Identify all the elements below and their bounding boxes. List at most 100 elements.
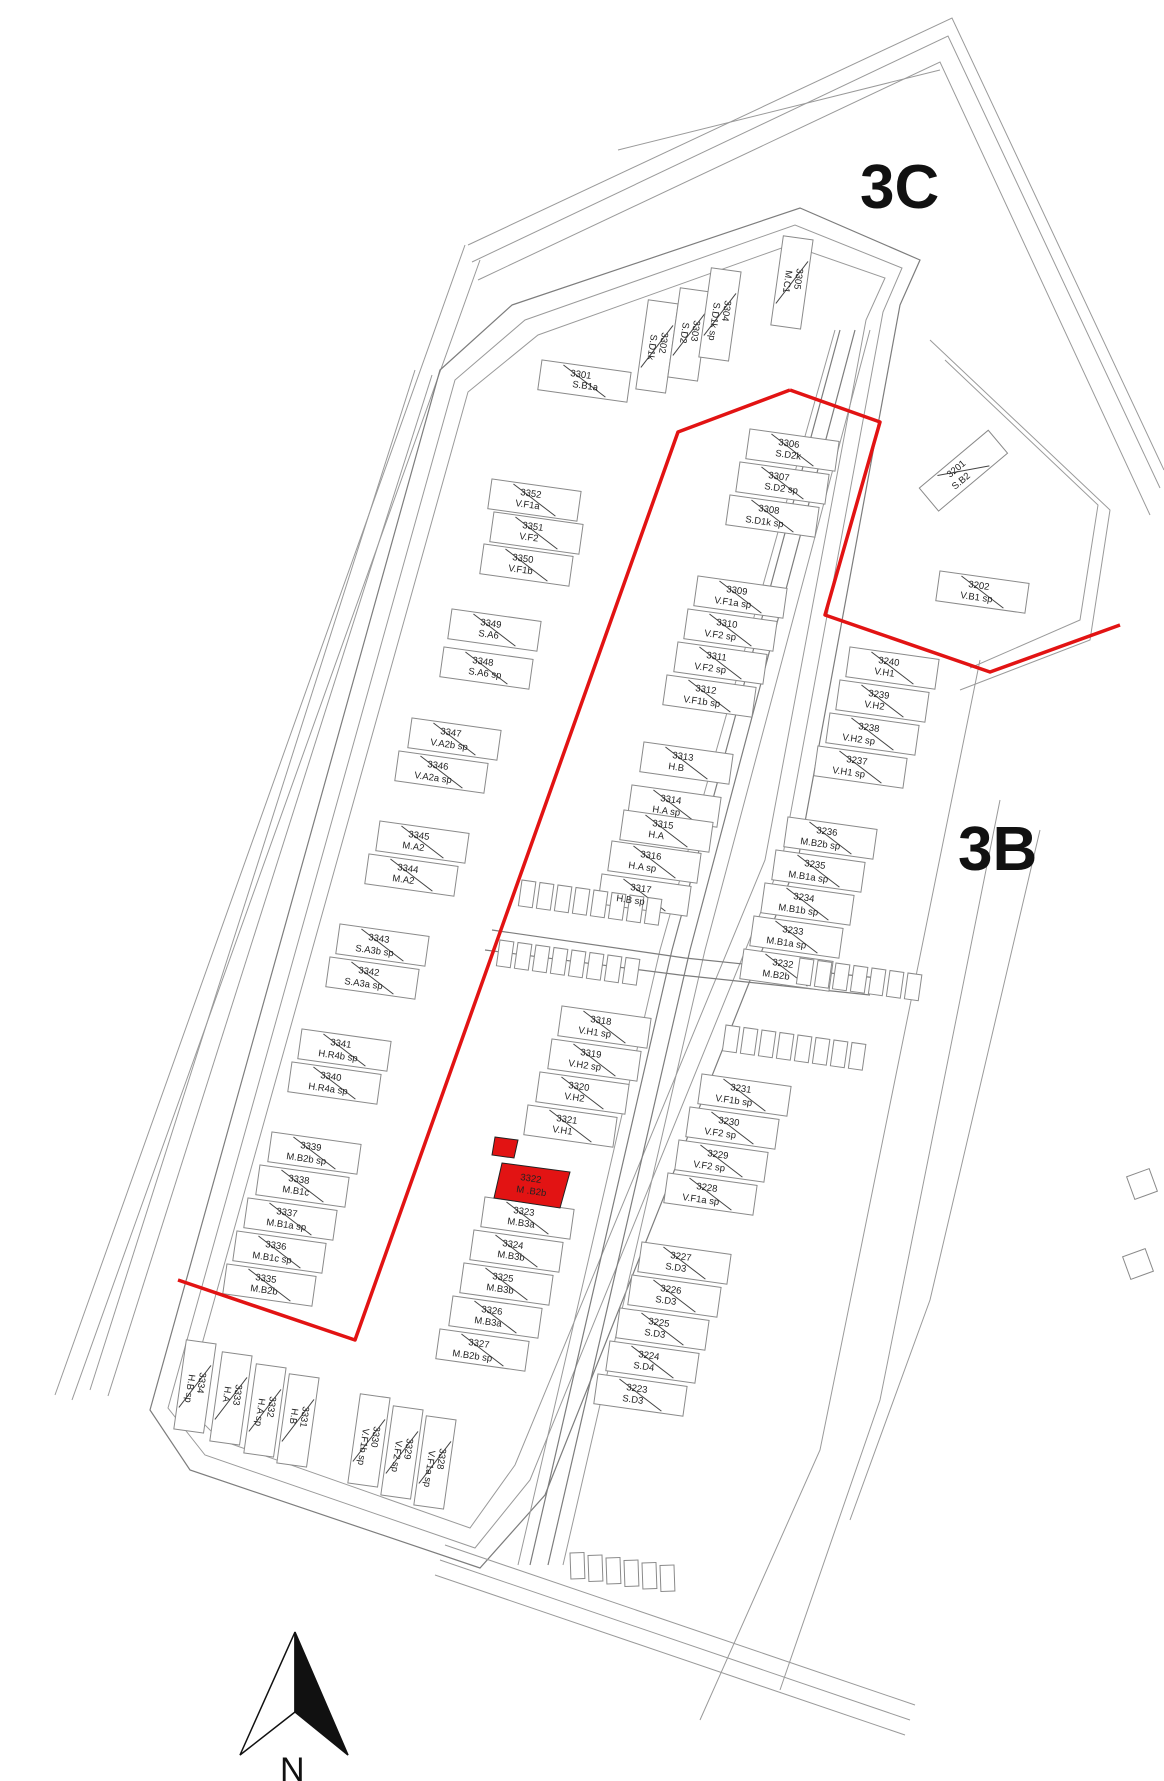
svg-text:V.H1: V.H1	[874, 666, 896, 680]
lot-cross-marker	[761, 466, 804, 500]
svg-text:3350: 3350	[512, 552, 534, 566]
svg-text:H.R4a sp: H.R4a sp	[308, 1081, 349, 1097]
svg-text:M.A2: M.A2	[402, 840, 426, 854]
svg-text:V.H2 sp: V.H2 sp	[568, 1058, 602, 1073]
svg-text:3348: 3348	[472, 655, 494, 669]
svg-text:3224: 3224	[638, 1349, 660, 1363]
svg-text:3225: 3225	[648, 1316, 670, 1330]
svg-text:3351: 3351	[522, 520, 544, 534]
lot-cross-marker	[703, 293, 737, 336]
svg-text:3311: 3311	[706, 650, 728, 664]
lot-cross-marker	[719, 580, 762, 614]
svg-text:V.A2a sp: V.A2a sp	[414, 770, 453, 786]
svg-text:H.A sp: H.A sp	[652, 804, 681, 819]
lot-cross-marker	[258, 1235, 301, 1269]
svg-text:3306: 3306	[778, 437, 800, 451]
highlight-lot[interactable]: 3322 M .B2b	[491, 1136, 571, 1209]
svg-text:S.A6 sp: S.A6 sp	[468, 666, 502, 682]
svg-text:3309: 3309	[726, 584, 748, 598]
svg-text:3334: 3334	[194, 1372, 208, 1394]
lot-cross-marker	[385, 1431, 419, 1474]
svg-text:3331: 3331	[297, 1406, 311, 1428]
detached-square	[1121, 1247, 1155, 1281]
lot-cross-marker	[352, 1419, 386, 1462]
svg-text:3227: 3227	[670, 1250, 692, 1264]
lot-cross-marker	[839, 750, 882, 784]
parking-bay	[585, 951, 605, 981]
svg-text:3318: 3318	[590, 1014, 612, 1028]
svg-text:3346: 3346	[427, 759, 449, 773]
lot-cross-marker	[583, 1010, 626, 1044]
north-arrow-left-half	[239, 1631, 296, 1756]
svg-text:M.B2b: M.B2b	[762, 968, 791, 983]
svg-text:3342: 3342	[358, 965, 380, 979]
lot-cross-marker	[665, 746, 708, 780]
